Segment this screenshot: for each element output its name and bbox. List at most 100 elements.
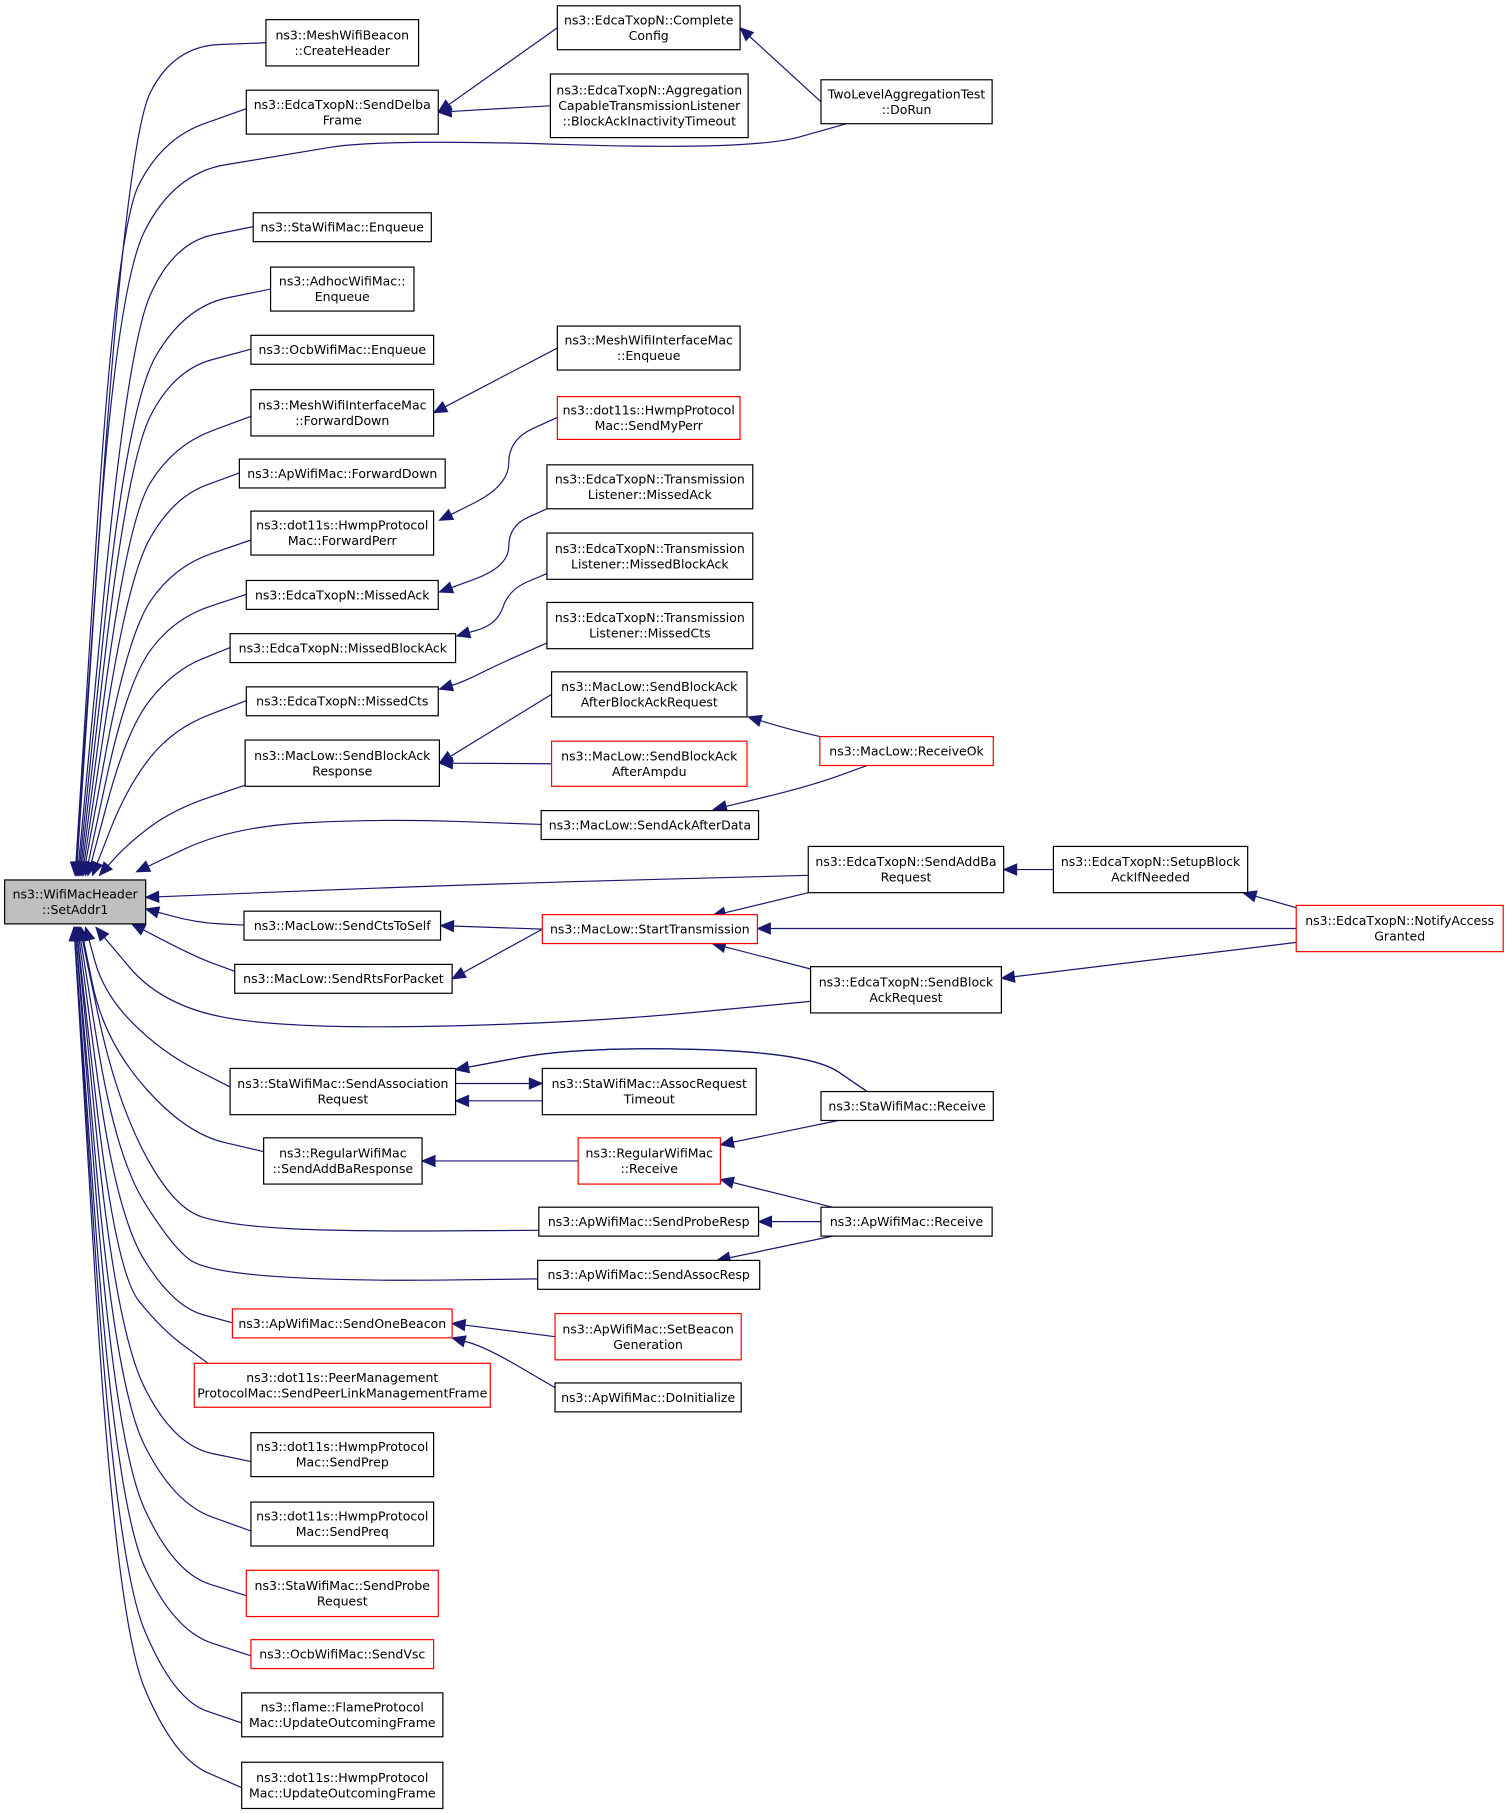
node-box[interactable] xyxy=(546,464,754,510)
node-box[interactable] xyxy=(554,1382,742,1413)
node-box[interactable] xyxy=(229,1067,457,1116)
node-box[interactable] xyxy=(193,1362,491,1408)
node-box[interactable] xyxy=(1295,904,1504,953)
node-box[interactable] xyxy=(238,458,446,489)
node-n23[interactable]: ns3::flame::FlameProtocolMac::UpdateOutc… xyxy=(241,1692,444,1738)
node-box[interactable] xyxy=(556,325,741,371)
node-box[interactable] xyxy=(269,266,415,312)
node-box[interactable] xyxy=(577,1137,721,1185)
node-box[interactable] xyxy=(807,845,1005,894)
node-box[interactable] xyxy=(546,601,754,650)
node-n9[interactable]: ns3::EdcaTxopN::MissedAck xyxy=(245,579,439,610)
node-r2[interactable]: ns3::MacLow::ReceiveOk xyxy=(819,735,994,767)
node-n14[interactable]: ns3::MacLow::SendRtsForPacket xyxy=(234,963,453,994)
node-box[interactable] xyxy=(245,686,439,717)
node-r1[interactable]: TwoLevelAggregationTest::DoRun xyxy=(820,79,993,125)
node-box[interactable] xyxy=(820,1206,993,1237)
node-box[interactable] xyxy=(556,5,741,51)
node-box[interactable] xyxy=(549,73,749,139)
node-box[interactable] xyxy=(809,966,1002,1014)
node-box[interactable] xyxy=(250,1432,435,1478)
node-m13[interactable]: ns3::RegularWifiMac::Receive xyxy=(577,1137,721,1185)
node-n8[interactable]: ns3::dot11s::HwmpProtocolMac::ForwardPer… xyxy=(250,510,435,556)
node-r6[interactable]: ns3::ApWifiMac::Receive xyxy=(820,1206,993,1237)
node-n4[interactable]: ns3::AdhocWifiMac::Enqueue xyxy=(269,266,415,312)
node-box[interactable] xyxy=(537,1259,761,1290)
node-box[interactable] xyxy=(265,19,420,67)
node-n18[interactable]: ns3::dot11s::PeerManagementProtocolMac::… xyxy=(193,1362,491,1408)
node-box[interactable] xyxy=(245,89,439,135)
node-n7[interactable]: ns3::ApWifiMac::ForwardDown xyxy=(238,458,446,489)
node-box[interactable] xyxy=(819,735,994,767)
node-n3[interactable]: ns3::StaWifiMac::Enqueue xyxy=(252,212,432,243)
node-box[interactable] xyxy=(243,910,442,941)
node-box[interactable] xyxy=(245,579,439,610)
node-m6[interactable]: ns3::EdcaTxopN::TransmissionListener::Mi… xyxy=(546,532,754,580)
node-box[interactable] xyxy=(550,740,748,787)
node-box[interactable] xyxy=(538,1206,760,1237)
node-m8[interactable]: ns3::MacLow::SendBlockAckAfterBlockAckRe… xyxy=(550,671,748,718)
node-box[interactable] xyxy=(245,1569,439,1618)
node-box[interactable] xyxy=(820,1090,994,1122)
node-n22[interactable]: ns3::OcbWifiMac::SendVsc xyxy=(250,1639,435,1670)
node-n5[interactable]: ns3::OcbWifiMac::Enqueue xyxy=(250,334,435,365)
node-box[interactable] xyxy=(250,334,435,365)
node-box[interactable] xyxy=(250,389,435,437)
node-box[interactable] xyxy=(234,963,453,994)
node-box[interactable] xyxy=(229,633,457,664)
node-n1[interactable]: ns3::MeshWifiBeacon::CreateHeader xyxy=(265,19,420,67)
node-box[interactable] xyxy=(250,1501,435,1547)
node-n11[interactable]: ns3::EdcaTxopN::MissedCts xyxy=(245,686,439,717)
node-m3[interactable]: ns3::MeshWifiInterfaceMac::Enqueue xyxy=(556,325,741,371)
node-box[interactable] xyxy=(252,212,432,243)
node-root[interactable]: ns3::WifiMacHeader::SetAddr1 xyxy=(4,879,147,925)
node-m14[interactable]: ns3::ApWifiMac::SendProbeResp xyxy=(538,1206,760,1237)
node-n13[interactable]: ns3::MacLow::SendCtsToSelf xyxy=(243,910,442,941)
node-box[interactable] xyxy=(250,510,435,556)
node-m2[interactable]: ns3::EdcaTxopN::AggregationCapableTransm… xyxy=(549,73,749,139)
node-n24[interactable]: ns3::dot11s::HwmpProtocolMac::UpdateOutc… xyxy=(241,1761,444,1810)
node-box[interactable] xyxy=(554,1312,742,1361)
node-box[interactable] xyxy=(546,532,754,580)
node-box[interactable] xyxy=(550,671,748,718)
node-box[interactable] xyxy=(820,79,993,125)
node-m15[interactable]: ns3::ApWifiMac::SendAssocResp xyxy=(537,1259,761,1290)
node-m17[interactable]: ns3::ApWifiMac::DoInitialize xyxy=(554,1382,742,1413)
node-r5[interactable]: ns3::StaWifiMac::Receive xyxy=(820,1090,994,1122)
node-m5[interactable]: ns3::EdcaTxopN::TransmissionListener::Mi… xyxy=(546,464,754,510)
node-box[interactable] xyxy=(231,1308,453,1339)
node-box[interactable] xyxy=(4,879,147,925)
node-box[interactable] xyxy=(541,914,758,945)
node-n6[interactable]: ns3::MeshWifiInterfaceMac::ForwardDown xyxy=(250,389,435,437)
node-n16[interactable]: ns3::RegularWifiMac::SendAddBaResponse xyxy=(263,1137,423,1185)
node-m10[interactable]: ns3::MacLow::SendAckAfterData xyxy=(540,809,760,841)
node-m11[interactable]: ns3::MacLow::StartTransmission xyxy=(541,914,758,945)
node-box[interactable] xyxy=(541,1067,757,1116)
node-n17[interactable]: ns3::ApWifiMac::SendOneBeacon xyxy=(231,1308,453,1339)
node-box[interactable] xyxy=(556,396,741,441)
node-box[interactable] xyxy=(241,1692,444,1738)
node-box[interactable] xyxy=(540,809,760,841)
node-box[interactable] xyxy=(263,1137,423,1185)
node-m7[interactable]: ns3::EdcaTxopN::TransmissionListener::Mi… xyxy=(546,601,754,650)
node-box[interactable] xyxy=(1052,845,1249,894)
node-n10[interactable]: ns3::EdcaTxopN::MissedBlockAck xyxy=(229,633,457,664)
node-box[interactable] xyxy=(244,739,441,787)
node-box[interactable] xyxy=(250,1639,435,1670)
node-box[interactable] xyxy=(241,1761,444,1810)
